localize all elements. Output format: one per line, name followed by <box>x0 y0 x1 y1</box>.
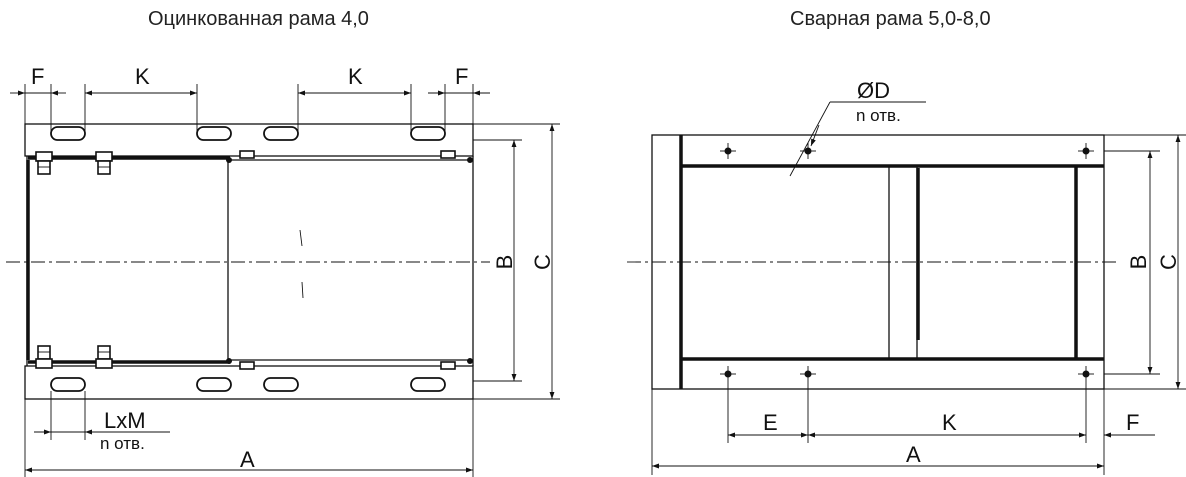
leader-line <box>789 101 831 177</box>
dim-label-C: C <box>530 254 555 270</box>
mounting-slot <box>263 126 299 141</box>
mounting-slot <box>263 377 299 392</box>
rivet-icon <box>226 358 232 364</box>
galvanized-frame-title: Оцинкованная рама 4,0 <box>148 8 369 30</box>
bolt-icon <box>35 151 53 175</box>
bolt-head-icon <box>239 150 255 159</box>
dim-label-holes: n отв. <box>100 434 145 453</box>
bottom-flange <box>24 365 474 400</box>
dim-label-D: ØD <box>857 78 890 103</box>
dim-label-K: K <box>135 64 150 89</box>
hole-marker-icon <box>800 143 816 159</box>
hole-marker-icon <box>1078 143 1094 159</box>
bolt-head-icon <box>440 361 456 370</box>
dim-label-K: K <box>942 410 957 435</box>
body-outline <box>26 156 474 366</box>
mounting-slot <box>410 377 446 392</box>
dim-label-C: C <box>1156 254 1181 270</box>
rivet-icon <box>467 358 473 364</box>
hole-marker-icon <box>1078 366 1094 382</box>
bolt-icon <box>95 345 113 369</box>
dim-label-B: B <box>1126 255 1151 270</box>
mounting-slot <box>196 377 232 392</box>
hole-marker-icon <box>800 366 816 382</box>
dim-label-B: B <box>492 255 517 270</box>
dim-label-LxM: LxM <box>104 408 146 433</box>
hatch-mark <box>299 229 303 247</box>
dim-label-K: K <box>348 64 363 89</box>
dim-label-F: F <box>455 64 468 89</box>
mounting-slot <box>50 126 86 141</box>
mounting-slot <box>50 377 86 392</box>
galvanized-frame-view: F K K F B C LxM n отв. A <box>6 64 560 477</box>
hole-marker-icon <box>720 143 736 159</box>
bolt-head-icon <box>239 361 255 370</box>
mounting-slot <box>196 126 232 141</box>
dim-label-F: F <box>31 64 44 89</box>
dim-label-A: A <box>906 442 921 467</box>
dim-label-F: F <box>1126 410 1139 435</box>
dim-label-A: A <box>240 447 255 472</box>
dimension-top <box>10 84 490 132</box>
rivet-icon <box>226 157 232 163</box>
welded-frame-view: ØD n отв. B C E K F A <box>627 78 1186 475</box>
rivet-icon <box>467 157 473 163</box>
hole-marker-icon <box>720 366 736 382</box>
mounting-slot <box>410 126 446 141</box>
bolt-head-icon <box>440 150 456 159</box>
bolt-icon <box>95 151 113 175</box>
hatch-mark <box>301 281 304 299</box>
dim-label-holes: n отв. <box>856 106 901 125</box>
dim-label-E: E <box>763 410 778 435</box>
leader-arrow <box>810 124 820 147</box>
bolt-icon <box>35 345 53 369</box>
welded-frame-title: Сварная рама 5,0-8,0 <box>790 8 991 30</box>
